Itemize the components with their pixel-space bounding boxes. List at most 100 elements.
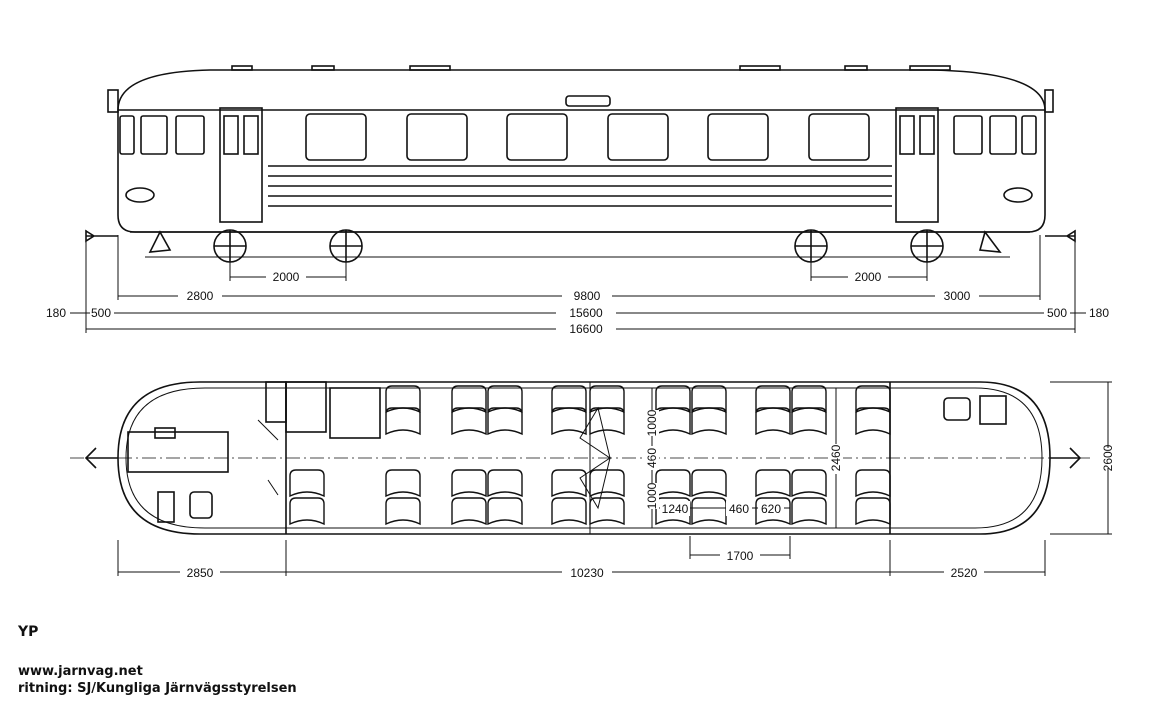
passenger-seat [589,469,625,498]
passenger-seat [487,497,523,526]
cab-window [140,115,168,155]
headlight-left [125,187,155,203]
dim-overhang-right: 500 [1047,306,1067,320]
rear-lamp [1044,89,1054,113]
door-window [223,115,239,155]
dim-bogie-left: 2000 [273,270,300,284]
dim-seat-row-a: 1240 [662,502,689,516]
snowplough-right [978,230,1002,253]
floor-plan-outline [117,381,1051,535]
entry-door-left [219,107,263,223]
entry-door-right [895,107,939,223]
dim-end-right: 3000 [944,289,971,303]
destination-sign [565,95,611,107]
side-view [85,65,1076,263]
dim-width-inner: 2460 [829,444,843,471]
saloon-window [607,113,669,161]
passenger-seat [551,497,587,526]
plan-dimension-labels: 2850 10230 2520 1700 2600 2460 1000 460 … [180,409,1122,580]
passenger-seat [691,497,727,526]
door-window [243,115,259,155]
dim-body-length: 15600 [569,306,603,320]
passenger-seat [589,407,625,436]
passenger-seat [385,469,421,498]
passenger-seat [691,469,727,498]
passenger-seat [791,497,827,526]
coupler-right [1045,229,1076,243]
passenger-seat [385,497,421,526]
door-window [919,115,935,155]
front-lamp [107,89,119,113]
passenger-seat [855,497,891,526]
passenger-seat [451,407,487,436]
cab-seat [157,491,175,523]
passenger-seat [551,469,587,498]
passenger-seat [289,497,325,526]
plan-view [70,381,1090,535]
cab-window [1021,115,1037,155]
saloon-window [707,113,769,161]
wheel-set-right [794,229,944,263]
passenger-seat [289,469,325,498]
saloon-window [305,113,367,161]
passenger-seat [487,469,523,498]
dim-overhang-left: 500 [91,306,111,320]
dim-bench-lower: 1000 [645,482,659,509]
luggage-compartment [329,387,381,439]
dim-seat-row-c: 620 [761,502,781,516]
dim-aisle: 460 [645,448,659,468]
passenger-seat [655,407,691,436]
cab-seat [189,491,213,519]
passenger-seat [551,407,587,436]
passenger-seat [655,469,691,498]
dim-plan-end-right: 2520 [951,566,978,580]
toilet-compartment [285,381,327,433]
cab-seat-right [943,397,971,421]
passenger-seat [855,407,891,436]
dim-width-outer: 2600 [1101,444,1115,471]
roof-hatch [909,65,951,71]
plan-coupler-left [84,447,118,469]
drawing-credit: ritning: SJ/Kungliga Järnvägsstyrelsen [18,681,297,696]
saloon-window [506,113,568,161]
roof-hatch [739,65,781,71]
dim-middle: 9800 [574,289,601,303]
cab-window [989,115,1017,155]
website-link[interactable]: www.jarnvag.net [18,664,143,679]
passenger-seat [791,407,827,436]
saloon-window [808,113,870,161]
snowplough-left [148,230,172,253]
passenger-seat [791,469,827,498]
passenger-seat [451,497,487,526]
dim-plan-end-left: 2850 [187,566,214,580]
roof-hatch [844,65,868,71]
dim-seat-spacing: 1700 [727,549,754,563]
car-body-outline [117,69,1046,233]
dim-seat-row-b: 460 [729,502,749,516]
side-dimension-labels: 2800 2000 9800 2000 3000 180 500 15600 5… [44,269,1112,336]
door-swing [579,406,611,460]
passenger-seat [755,407,791,436]
model-designation: YP [18,624,39,640]
roof-hatch [409,65,451,71]
plan-dimension-lines [117,381,1112,576]
dim-end-left: 2800 [187,289,214,303]
passenger-seat [451,469,487,498]
dim-buffer-right: 180 [1089,306,1109,320]
coupler-left [85,229,118,243]
roof-hatch [311,65,335,71]
cab-window [119,115,135,155]
dim-buffer-left: 180 [46,306,66,320]
passenger-seat [385,407,421,436]
plan-coupler-right [1050,447,1082,469]
door-window [899,115,915,155]
cab-window [175,115,205,155]
passenger-seat [691,407,727,436]
passenger-seat [755,469,791,498]
cab-window [953,115,983,155]
passenger-seat [487,407,523,436]
headlight-right [1003,187,1033,203]
dim-plan-saloon: 10230 [570,566,604,580]
roof-hatch [231,65,253,71]
